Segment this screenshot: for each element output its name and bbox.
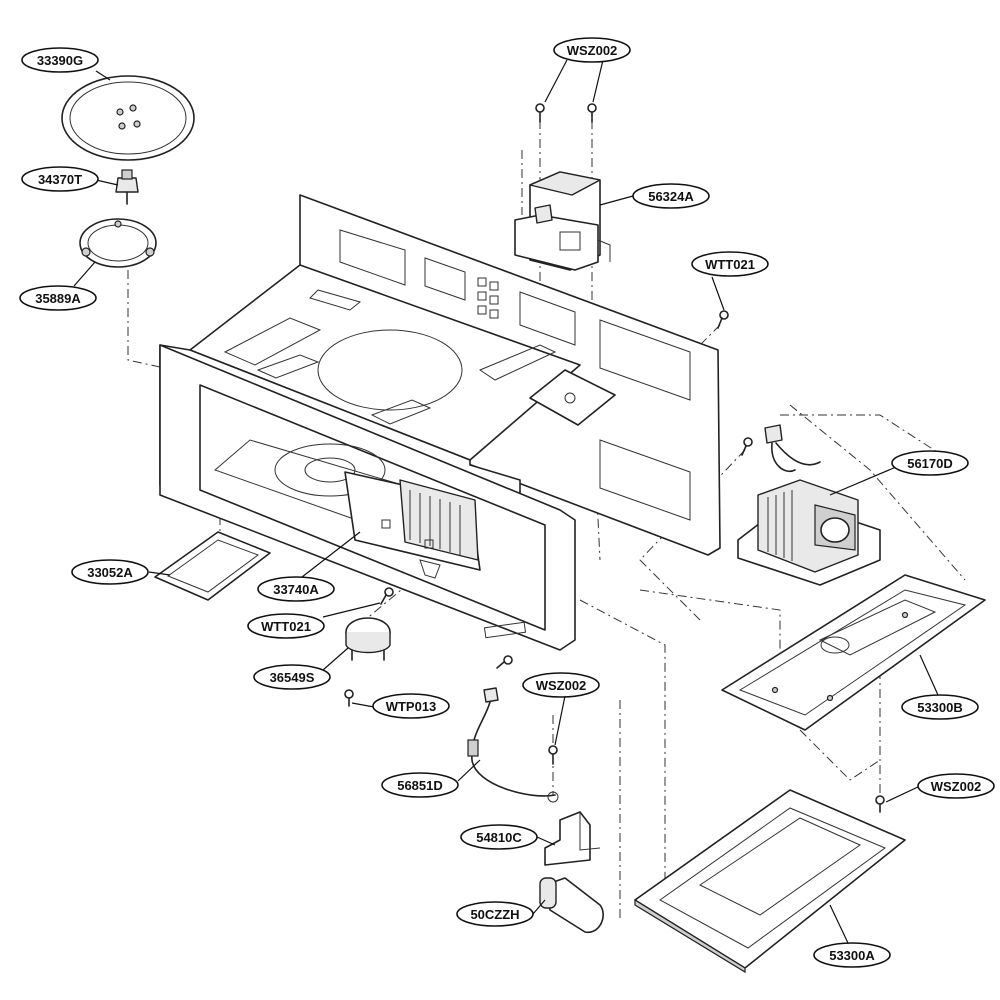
part-label-54810c: 54810C	[460, 824, 538, 850]
turntable-coupler	[115, 169, 139, 205]
base-plate-a	[634, 789, 906, 974]
turntable-tray	[61, 75, 195, 161]
part-label-text: 56170D	[907, 456, 953, 471]
interlock-bracket	[344, 471, 481, 579]
part-label-text: WTT021	[705, 257, 755, 272]
screw-icon	[548, 745, 558, 765]
part-label-text: 33390G	[37, 53, 83, 68]
part-labels: 33390G 34370T 35889A WSZ002 56324A WTT02…	[19, 37, 995, 968]
part-label-wtp013: WTP013	[372, 693, 450, 719]
part-label-wsz002-middle: WSZ002	[522, 672, 600, 698]
part-label-wsz002-top: WSZ002	[553, 37, 631, 63]
part-label-53300a: 53300A	[813, 942, 891, 968]
screw-icon	[380, 587, 394, 605]
screw-icon	[535, 103, 545, 123]
part-label-50czzh: 50CZZH	[456, 901, 534, 927]
part-label-text: 34370T	[38, 172, 82, 187]
part-label-text: 50CZZH	[470, 907, 519, 922]
wiring-harness	[764, 424, 821, 472]
oven-cavity	[159, 194, 721, 651]
part-label-text: WSZ002	[536, 678, 587, 693]
part-label-33740a: 33740A	[257, 576, 335, 602]
part-label-56170d: 56170D	[891, 450, 969, 476]
part-label-text: 56324A	[648, 189, 694, 204]
part-label-56851d: 56851D	[381, 772, 459, 798]
part-label-36549s: 36549S	[253, 664, 331, 690]
part-label-text: WTT021	[261, 619, 311, 634]
screw-icon	[717, 310, 729, 329]
part-label-35889a: 35889A	[19, 285, 97, 311]
part-label-text: 53300A	[829, 948, 875, 963]
part-label-text: 53300B	[917, 700, 963, 715]
high-voltage-transformer	[737, 479, 881, 586]
lamp	[539, 877, 604, 933]
grease-filter	[154, 531, 271, 601]
part-label-text: 36549S	[270, 670, 315, 685]
roller-ring	[79, 218, 157, 268]
part-label-wsz002-bottom: WSZ002	[917, 773, 995, 799]
part-label-33052a: 33052A	[71, 559, 149, 585]
part-label-text: 33052A	[87, 565, 133, 580]
part-label-text: WTP013	[386, 699, 437, 714]
screws	[344, 103, 885, 813]
base-plate-b	[721, 574, 986, 731]
part-label-text: WSZ002	[567, 43, 618, 58]
thermostat	[345, 617, 391, 661]
part-label-wtt021-right: WTT021	[691, 251, 769, 277]
part-label-text: 56851D	[397, 778, 443, 793]
part-label-text: WSZ002	[931, 779, 982, 794]
part-label-text: 33740A	[273, 582, 319, 597]
part-label-33390g: 33390G	[21, 47, 99, 73]
leader-lines	[73, 59, 939, 944]
magnetron	[514, 171, 611, 271]
part-label-text: 35889A	[35, 291, 81, 306]
part-label-text: 54810C	[476, 830, 522, 845]
part-label-56324a: 56324A	[632, 183, 710, 209]
screw-icon	[344, 689, 354, 707]
part-label-53300b: 53300B	[901, 694, 979, 720]
screw-icon	[741, 437, 753, 456]
screw-icon	[496, 655, 513, 669]
sensor-cord	[467, 687, 559, 803]
screw-icon	[875, 795, 885, 813]
screw-icon	[587, 103, 597, 123]
lamp-bracket	[544, 811, 601, 866]
part-label-34370t: 34370T	[21, 166, 99, 192]
vent-holes	[477, 277, 499, 319]
part-label-wtt021-left: WTT021	[247, 613, 325, 639]
